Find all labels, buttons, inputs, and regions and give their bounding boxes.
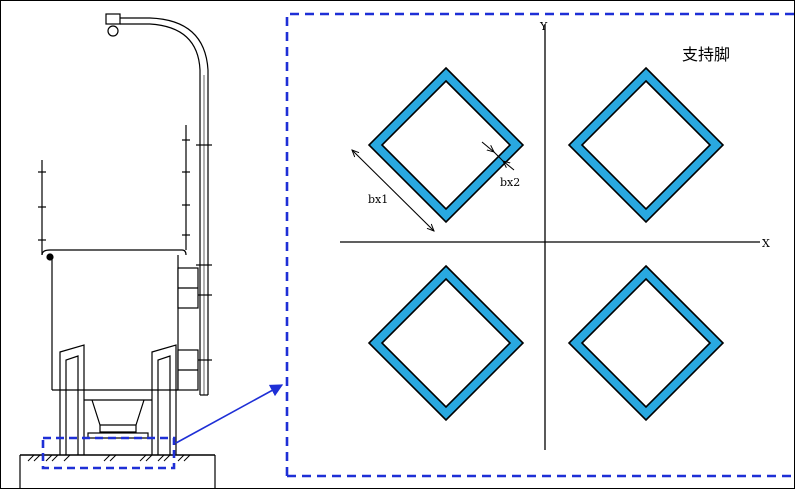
support-leg-tube-se (567, 264, 725, 422)
support-legs-label: 支持脚 (682, 45, 730, 64)
y-axis-label: Y (539, 20, 548, 33)
guide-rods (38, 125, 190, 255)
tank-legs (59, 344, 177, 455)
detail-source-box (41, 436, 176, 470)
bx2-label: bx2 (500, 176, 520, 189)
bx2-dimension-arrows (481, 141, 515, 171)
hanger-hook (105, 13, 212, 396)
equipment-side-view (19, 13, 216, 489)
bx1-label: bx1 (368, 193, 388, 206)
tank-body (41, 249, 199, 391)
detail-leader-arrow (175, 384, 284, 444)
x-axis-label: X (762, 237, 770, 250)
support-leg-tube-ne (567, 66, 725, 224)
support-leg-tube-sw (367, 264, 525, 422)
bottom-hopper (84, 399, 152, 439)
floor-base (19, 454, 216, 489)
detail-panel (285, 12, 795, 478)
bx1-dimension-arrow (352, 150, 434, 231)
